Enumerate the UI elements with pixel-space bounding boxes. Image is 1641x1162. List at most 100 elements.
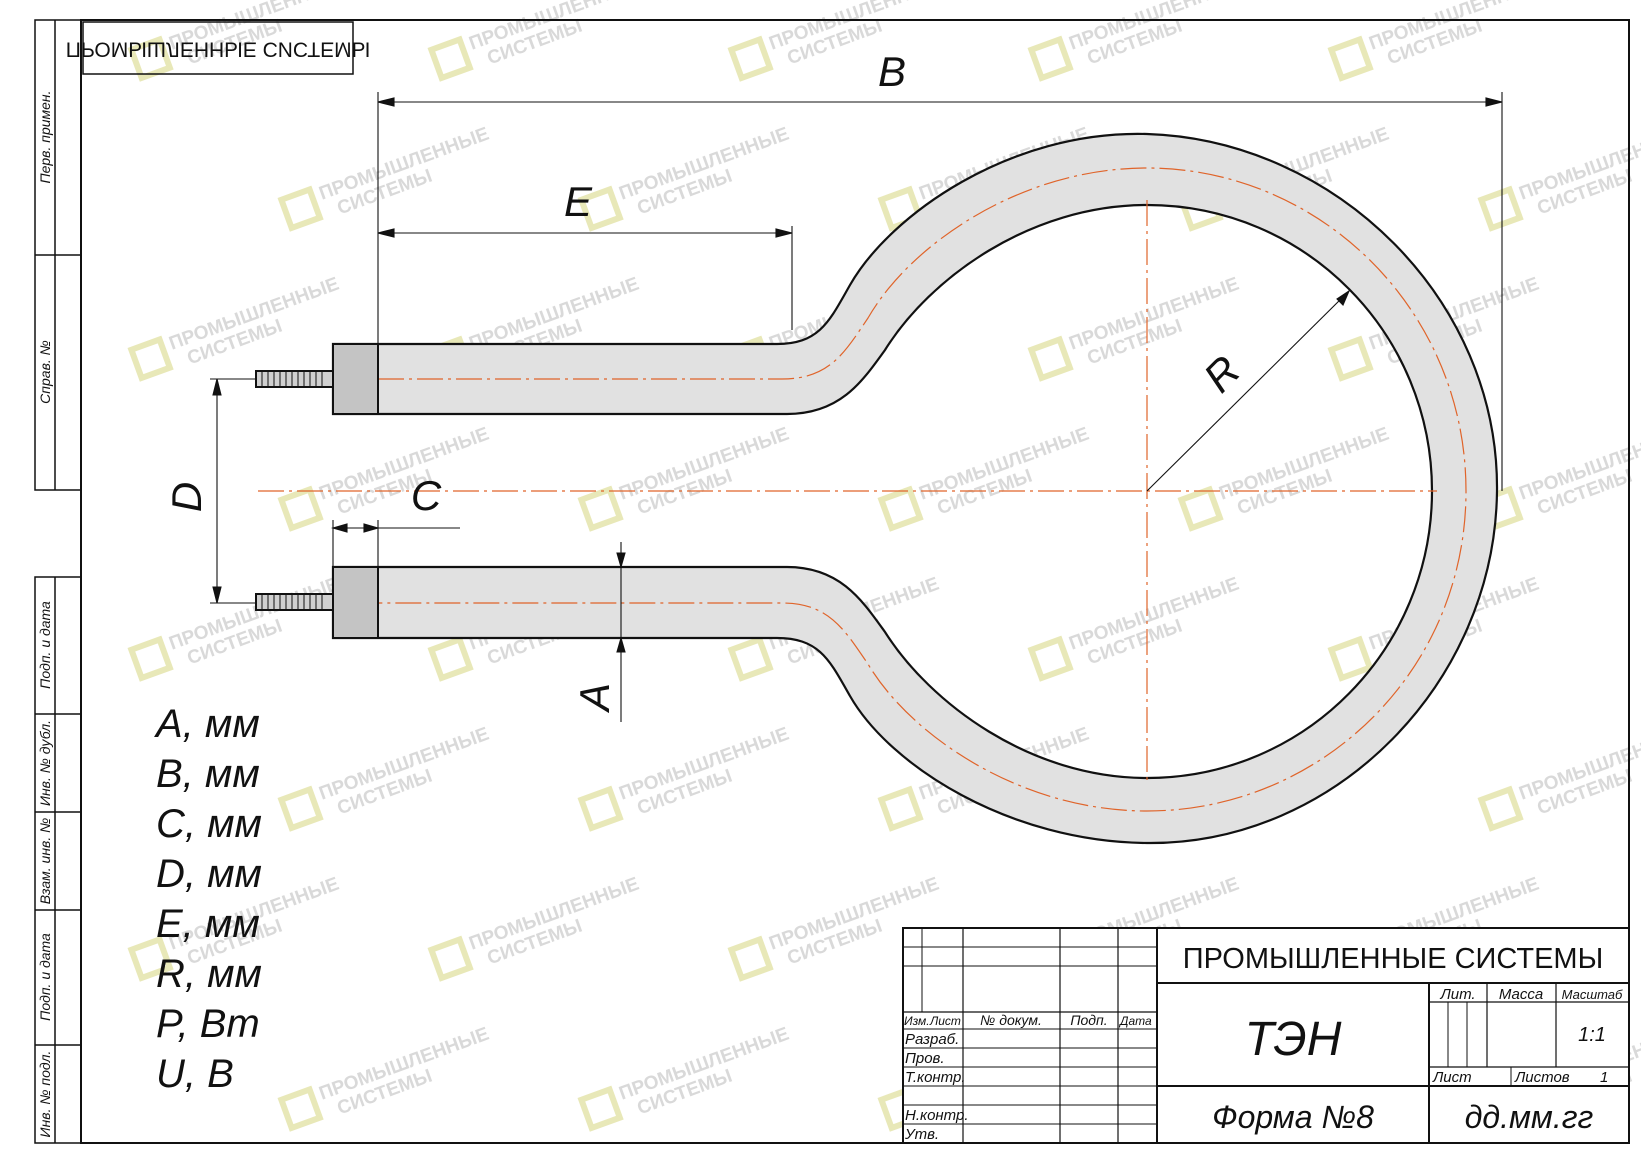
- side-label-podp-1: Подп. и дата: [37, 601, 53, 689]
- watermark-logo-icon: [127, 935, 174, 982]
- tb-col-dokum: № докум.: [980, 1012, 1042, 1028]
- terminal-bottom: [255, 566, 379, 639]
- parameter-list: A, мм B, мм C, мм D, мм E, мм R, мм P, В…: [154, 702, 262, 1096]
- side-label-inv-podl: Инв. № подл.: [37, 1051, 53, 1138]
- watermark-logo-icon: [1477, 185, 1524, 232]
- watermark-logo-icon: [1027, 635, 1074, 682]
- watermark-logo-icon: [727, 635, 774, 682]
- tb-code: дд.мм.гг: [1465, 1099, 1594, 1135]
- param-C: C, мм: [156, 802, 262, 846]
- dim-label-A: A: [571, 683, 618, 714]
- watermark-logo-icon: [277, 185, 324, 232]
- tb-scale-value: 1:1: [1578, 1024, 1606, 1046]
- watermark-logo-icon: [427, 35, 474, 82]
- dim-label-R: R: [1194, 346, 1249, 401]
- tb-company: ПРОМЫШЛЕННЫЕ СИСТЕМЫ: [1183, 943, 1604, 975]
- dim-label-B: B: [878, 48, 906, 95]
- watermark-logo-icon: [277, 1085, 324, 1132]
- side-label-perv: Перв. примен.: [37, 90, 53, 183]
- terminal-top: [255, 343, 379, 415]
- side-strip: [34, 19, 82, 1144]
- watermark-logo-icon: [127, 335, 174, 382]
- tb-col-izm: Изм.: [904, 1014, 930, 1028]
- watermark-logo-icon: [1327, 635, 1374, 682]
- watermark-logo-icon: [1177, 485, 1224, 532]
- side-label-vzam: Взам. инв. №: [37, 818, 53, 905]
- param-E: E, мм: [156, 902, 260, 946]
- tb-product: ТЭН: [1245, 1013, 1342, 1066]
- param-D: D, мм: [156, 852, 262, 896]
- param-A: A, мм: [154, 702, 260, 746]
- tb-row-razrab: Разраб.: [905, 1031, 959, 1048]
- watermark-logo-icon: [877, 785, 924, 832]
- side-label-sprav: Справ. №: [37, 340, 53, 404]
- tb-col-list: Лист: [929, 1014, 961, 1028]
- watermark-logo-icon: [577, 485, 624, 532]
- tb-sheets-label: Листов: [1514, 1069, 1570, 1086]
- corner-stamp-text: ПРОМЫШЛЕННЫЕ СИСТЕМЫ: [66, 37, 371, 60]
- tb-sheets-value: 1: [1600, 1069, 1608, 1086]
- watermark-logo-icon: [1477, 785, 1524, 832]
- watermark-logo-icon: [427, 635, 474, 682]
- heating-tube: [331, 132, 1499, 845]
- side-label-inv-dubl: Инв. № дубл.: [37, 720, 53, 806]
- watermark-logo-icon: [427, 935, 474, 982]
- watermark-logo-icon: [727, 935, 774, 982]
- tb-col-data: Дата: [1118, 1014, 1152, 1028]
- dim-label-E: E: [564, 178, 593, 225]
- watermark-logo-icon: [127, 635, 174, 682]
- watermark-logo-icon: [577, 185, 624, 232]
- dim-label-C: C: [411, 472, 442, 519]
- tb-row-prov: Пров.: [905, 1050, 945, 1067]
- side-label-podp-2: Подп. и дата: [37, 933, 53, 1021]
- title-block: Изм. Лист № докум. Подп. Дата Разраб. Пр…: [902, 927, 1630, 1144]
- param-U: U, В: [156, 1052, 234, 1096]
- watermark-logo-icon: [577, 1085, 624, 1132]
- watermark-logo-icon: [1027, 335, 1074, 382]
- watermark-logo-icon: [127, 35, 174, 82]
- tb-row-tkontr: Т.контр.: [905, 1069, 966, 1086]
- side-labels: Перв. примен. Справ. № Подп. и дата Инв.…: [37, 90, 53, 1137]
- watermark-logo-icon: [1327, 335, 1374, 382]
- dimension-labels: B E D C A R: [163, 48, 1249, 714]
- param-R: R, мм: [156, 952, 262, 996]
- watermark-logo-icon: [577, 785, 624, 832]
- watermark-logo-icon: [277, 485, 324, 532]
- watermark-logo-icon: [1327, 35, 1374, 82]
- tb-lit-label: Лит.: [1439, 986, 1475, 1003]
- tb-scale-label: Масштаб: [1562, 987, 1623, 1002]
- tb-row-utv: Утв.: [904, 1126, 939, 1143]
- watermark-logo-icon: [727, 35, 774, 82]
- tb-col-podp: Подп.: [1070, 1012, 1107, 1028]
- tb-sheet-label: Лист: [1432, 1069, 1472, 1086]
- dim-label-D: D: [163, 482, 210, 512]
- axis-lines: [258, 200, 1437, 784]
- watermark-logo-icon: [877, 485, 924, 532]
- watermark-logo-icon: [1027, 35, 1074, 82]
- tb-row-nkontr: Н.контр.: [905, 1107, 969, 1124]
- tb-form: Форма №8: [1212, 1099, 1374, 1135]
- param-P: P, Вт: [156, 1002, 260, 1046]
